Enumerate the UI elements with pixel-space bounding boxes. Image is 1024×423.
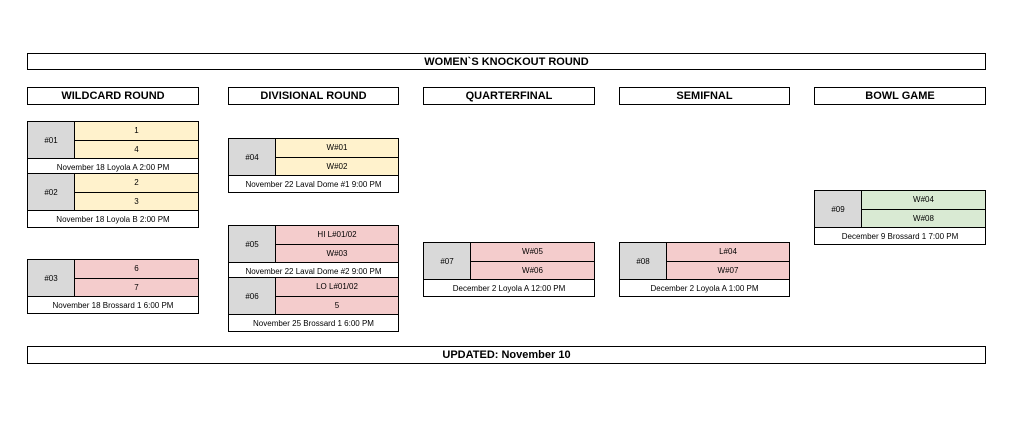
team-slot-2: 5 [334, 300, 340, 310]
game-05: #05 HI L#01/02 W#03 November 22 Laval Do… [228, 225, 399, 280]
game-number: #03 [28, 260, 75, 296]
team-slot-2: 4 [134, 144, 139, 154]
round-header-bowl-game: BOWL GAME [814, 87, 986, 105]
game-number: #09 [815, 191, 862, 227]
game-number: #05 [229, 226, 276, 262]
game-info: November 25 Brossard 1 6:00 PM [253, 318, 374, 328]
game-08: #08 L#04 W#07 December 2 Loyola A 1:00 P… [619, 242, 790, 297]
team-slot-1: 1 [75, 122, 198, 141]
game-number: #07 [424, 243, 471, 279]
team-slot-1: HI L#01/02 [276, 226, 398, 245]
game-info: December 9 Brossard 1 7:00 PM [841, 231, 959, 241]
game-info: November 18 Brossard 1 6:00 PM [52, 300, 174, 310]
game-number: #02 [28, 174, 75, 210]
game-info: December 2 Loyola A 12:00 PM [452, 283, 566, 293]
team-slot-2: W#03 [326, 248, 348, 258]
game-09: #09 W#04 W#08 December 9 Brossard 1 7:00… [814, 190, 986, 245]
team-slot-1: W#04 [862, 191, 985, 210]
team-slot-2: W#08 [913, 213, 934, 223]
round-header-divisional: DIVISIONAL ROUND [228, 87, 399, 105]
game-06: #06 LO L#01/02 5 November 25 Brossard 1 … [228, 277, 399, 332]
team-slot-1: LO L#01/02 [276, 278, 398, 297]
team-slot-2: W#07 [717, 265, 739, 275]
game-number: #01 [28, 122, 75, 158]
team-slot-1: 6 [75, 260, 198, 279]
round-header-quarterfinal: QUARTERFINAL [423, 87, 595, 105]
game-03: #03 6 7 November 18 Brossard 1 6:00 PM [27, 259, 199, 314]
team-slot-2: 7 [134, 282, 139, 292]
game-info: November 18 Loyola A 2:00 PM [56, 162, 170, 172]
game-number: #04 [229, 139, 276, 175]
page-title: WOMEN`S KNOCKOUT ROUND [27, 53, 986, 70]
game-01: #01 1 4 November 18 Loyola A 2:00 PM [27, 121, 199, 176]
game-info: December 2 Loyola A 1:00 PM [650, 283, 759, 293]
team-slot-1: L#04 [667, 243, 789, 262]
round-header-wildcard: WILDCARD ROUND [27, 87, 199, 105]
round-header-semifinal: SEMIFNAL [619, 87, 790, 105]
team-slot-2: W#02 [326, 161, 348, 171]
team-slot-2: W#06 [522, 265, 543, 275]
team-slot-2: 3 [134, 196, 139, 206]
game-04: #04 W#01 W#02 November 22 Laval Dome #1 … [228, 138, 399, 193]
game-number: #06 [229, 278, 276, 314]
team-slot-1: 2 [75, 174, 198, 193]
game-info: November 22 Laval Dome #1 9:00 PM [245, 179, 382, 189]
game-info: November 22 Laval Dome #2 9:00 PM [245, 266, 382, 276]
game-info: November 18 Loyola B 2:00 PM [56, 214, 170, 224]
updated-footer: UPDATED: November 10 [27, 346, 986, 364]
team-slot-1: W#01 [276, 139, 398, 158]
game-02: #02 2 3 November 18 Loyola B 2:00 PM [27, 173, 199, 228]
team-slot-1: W#05 [471, 243, 594, 262]
game-07: #07 W#05 W#06 December 2 Loyola A 12:00 … [423, 242, 595, 297]
game-number: #08 [620, 243, 667, 279]
